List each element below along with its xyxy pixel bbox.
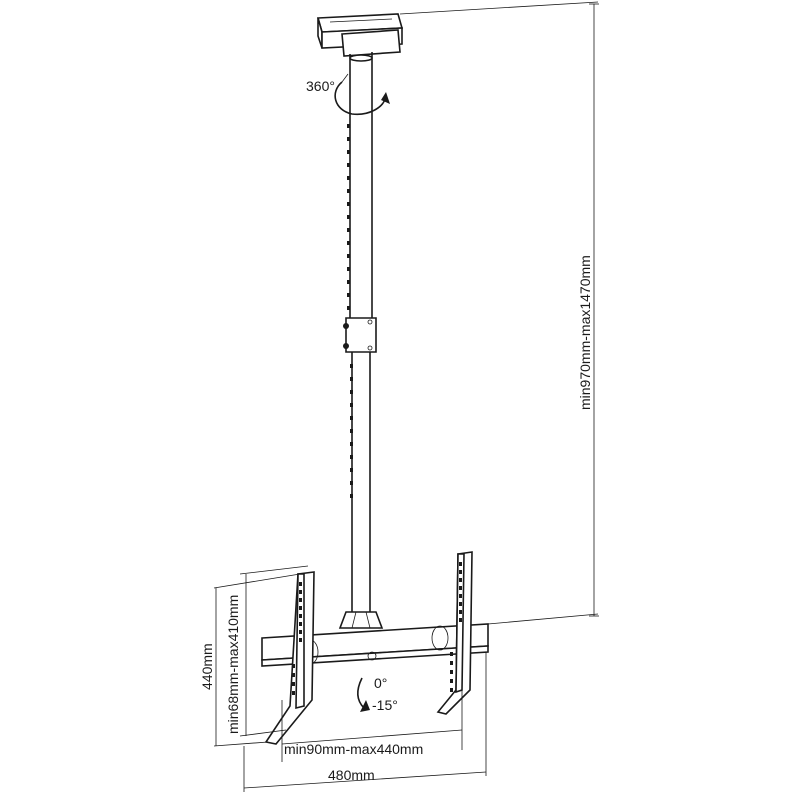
tilt-bracket xyxy=(338,611,384,629)
vesa-vertical-total-label: 440mm xyxy=(199,643,215,690)
rail-hole xyxy=(450,652,453,656)
pole-hole xyxy=(347,124,350,128)
vesa-horizontal-range-label: min90mm-max440mm xyxy=(284,741,423,757)
rotation-arrow xyxy=(334,73,390,116)
rail-hole xyxy=(459,586,462,590)
upper-pole xyxy=(349,52,373,340)
rail-hole xyxy=(299,622,302,626)
pole-hole xyxy=(350,481,353,485)
pole-hole xyxy=(347,215,350,219)
pole-hole xyxy=(347,228,350,232)
pole-hole xyxy=(347,280,350,284)
pole-hole xyxy=(350,416,353,420)
pole-hole xyxy=(347,293,350,297)
lower-pole xyxy=(351,352,371,614)
vesa-vertical-dimension xyxy=(213,565,309,747)
pole-hole xyxy=(347,176,350,180)
rail-hole xyxy=(299,598,302,602)
vesa-horizontal-total-label: 480mm xyxy=(328,767,375,783)
vesa-vertical-range-label: min68mm-max410mm xyxy=(225,595,241,734)
vesa-horizontal-dimension xyxy=(243,652,487,792)
rail-hole xyxy=(459,594,462,598)
rail-hole xyxy=(292,691,295,695)
pole-hole xyxy=(347,150,350,154)
pole-hole xyxy=(350,429,353,433)
rail-hole xyxy=(292,682,295,686)
rail-hole xyxy=(450,670,453,674)
pole-hole xyxy=(350,494,353,498)
rail-hole xyxy=(299,606,302,610)
pole-hole xyxy=(350,468,353,472)
rail-hole xyxy=(299,630,302,634)
rail-hole xyxy=(450,661,453,665)
tilt-zero-label: 0° xyxy=(374,675,387,691)
pole-hole xyxy=(347,163,350,167)
pole-holes xyxy=(347,124,353,498)
pole-hole xyxy=(347,254,350,258)
pole-hole xyxy=(350,403,353,407)
rail-hole xyxy=(450,679,453,683)
pole-hole xyxy=(350,455,353,459)
rail-hole xyxy=(292,673,295,677)
left-vertical-rail xyxy=(264,571,315,745)
rail-hole xyxy=(299,638,302,642)
rail-hole xyxy=(459,610,462,614)
pole-hole xyxy=(350,377,353,381)
cross-bar xyxy=(261,623,489,667)
tilt-down-label: -15° xyxy=(372,697,398,713)
rail-hole xyxy=(450,688,453,692)
rail-hole xyxy=(292,664,295,668)
pole-hole xyxy=(350,390,353,394)
pole-hole xyxy=(347,202,350,206)
pole-hole xyxy=(347,189,350,193)
rail-hole xyxy=(459,570,462,574)
rail-hole xyxy=(459,602,462,606)
rail-hole xyxy=(459,618,462,622)
pole-coupling xyxy=(343,317,377,353)
rail-hole xyxy=(299,582,302,586)
pole-hole xyxy=(347,241,350,245)
pole-hole xyxy=(347,306,350,310)
pole-hole xyxy=(347,267,350,271)
pole-hole xyxy=(350,364,353,368)
pole-hole xyxy=(347,137,350,141)
rail-hole xyxy=(459,562,462,566)
ceiling-plate xyxy=(316,13,404,57)
height-dimension xyxy=(399,1,599,625)
tilt-arrow xyxy=(356,677,370,712)
rotation-label: 360° xyxy=(306,78,335,94)
rail-hole xyxy=(459,578,462,582)
pole-hole xyxy=(350,442,353,446)
rail-hole xyxy=(299,590,302,594)
height-range-label: min970mm-max1470mm xyxy=(577,255,593,410)
rail-hole xyxy=(299,614,302,618)
